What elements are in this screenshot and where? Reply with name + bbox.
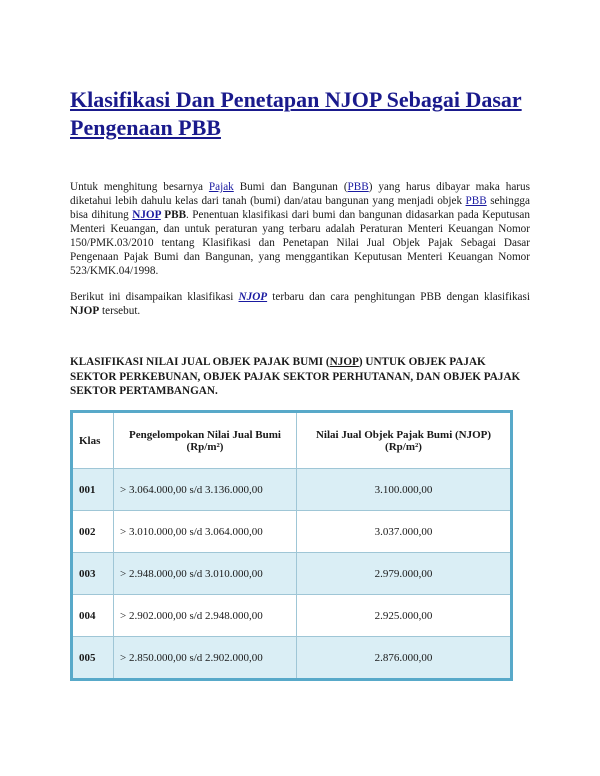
header-njop-label: Nilai Jual Objek Pajak Bumi (NJOP) xyxy=(315,428,492,441)
cell-nilai: 2.979.000,00 xyxy=(296,552,512,595)
table-row: 002 > 3.010.000,00 s/d 3.064.000,00 3.03… xyxy=(71,510,512,553)
cell-klas: 003 xyxy=(71,552,114,595)
page-title[interactable]: Klasifikasi Dan Penetapan NJOP Sebagai D… xyxy=(70,87,522,140)
intro-text: . Penentuan klasifikasi dari bumi dan ba… xyxy=(70,209,530,277)
followup-bold-text: NJOP xyxy=(70,305,100,317)
header-pengelompokan-label: Pengelompokan Nilai Jual Bumi xyxy=(129,428,281,441)
table-row: 005 > 2.850.000,00 s/d 2.902.000,00 2.87… xyxy=(71,636,512,680)
cell-nilai: 2.876.000,00 xyxy=(296,636,512,680)
cell-klas: 002 xyxy=(71,510,114,553)
cell-klas: 004 xyxy=(71,594,114,637)
cell-klas: 005 xyxy=(71,636,114,680)
cell-range: > 2.850.000,00 s/d 2.902.000,00 xyxy=(113,636,297,680)
cell-klas: 001 xyxy=(71,468,114,511)
header-njop: Nilai Jual Objek Pajak Bumi (NJOP) (Rp/m… xyxy=(296,411,512,469)
followup-text: Berikut ini disampaikan klasifikasi xyxy=(70,291,239,303)
table-row: 001 > 3.064.000,00 s/d 3.136.000,00 3.10… xyxy=(71,468,512,511)
intro-text: Untuk menghitung besarnya xyxy=(70,181,209,193)
table-header-row: Klas Pengelompokan Nilai Jual Bumi (Rp/m… xyxy=(71,411,512,469)
link-njop[interactable]: NJOP xyxy=(132,209,161,221)
section-heading-text: ) UNTUK OBJEK PAJAK SEKTOR PERKEBUNAN, O… xyxy=(70,356,521,397)
section-heading-text: KLASIFIKASI NILAI JUAL OBJEK PAJAK BUMI … xyxy=(70,356,330,368)
followup-paragraph: Berikut ini disampaikan klasifikasi NJOP… xyxy=(70,290,530,318)
classification-table: Klas Pengelompokan Nilai Jual Bumi (Rp/m… xyxy=(70,410,513,681)
intro-text: Bumi dan Bangunan ( xyxy=(233,181,348,193)
link-pbb[interactable]: PBB xyxy=(465,195,487,207)
cell-range: > 3.064.000,00 s/d 3.136.000,00 xyxy=(113,468,297,511)
header-klas: Klas xyxy=(71,411,114,469)
link-njop[interactable]: NJOP xyxy=(238,291,268,303)
table-row: 003 > 2.948.000,00 s/d 3.010.000,00 2.97… xyxy=(71,552,512,595)
followup-text: tersebut. xyxy=(99,305,141,317)
header-pengelompokan: Pengelompokan Nilai Jual Bumi (Rp/m²) xyxy=(113,411,297,469)
header-pengelompokan-unit: (Rp/m²) xyxy=(186,440,224,453)
followup-text: terbaru dan cara penghitungan PBB dengan… xyxy=(267,291,530,303)
cell-range: > 3.010.000,00 s/d 3.064.000,00 xyxy=(113,510,297,553)
header-njop-unit: (Rp/m²) xyxy=(385,440,422,453)
cell-nilai: 3.037.000,00 xyxy=(296,510,512,553)
cell-nilai: 2.925.000,00 xyxy=(296,594,512,637)
section-heading: KLASIFIKASI NILAI JUAL OBJEK PAJAK BUMI … xyxy=(70,355,525,399)
cell-range: > 2.902.000,00 s/d 2.948.000,00 xyxy=(113,594,297,637)
intro-bold-text: PBB xyxy=(160,209,187,221)
intro-text: sehingga bisa dihitung xyxy=(70,195,530,221)
intro-text: ) yang harus dibayar maka harus diketahu… xyxy=(70,181,530,207)
intro-paragraph: Untuk menghitung besarnya Pajak Bumi dan… xyxy=(70,180,530,278)
table-row: 004 > 2.902.000,00 s/d 2.948.000,00 2.92… xyxy=(71,594,512,637)
cell-range: > 2.948.000,00 s/d 3.010.000,00 xyxy=(113,552,297,595)
link-njop[interactable]: NJOP xyxy=(329,356,359,368)
cell-nilai: 3.100.000,00 xyxy=(296,468,512,511)
link-pajak[interactable]: Pajak xyxy=(208,181,234,193)
link-pbb[interactable]: PBB xyxy=(347,181,369,193)
